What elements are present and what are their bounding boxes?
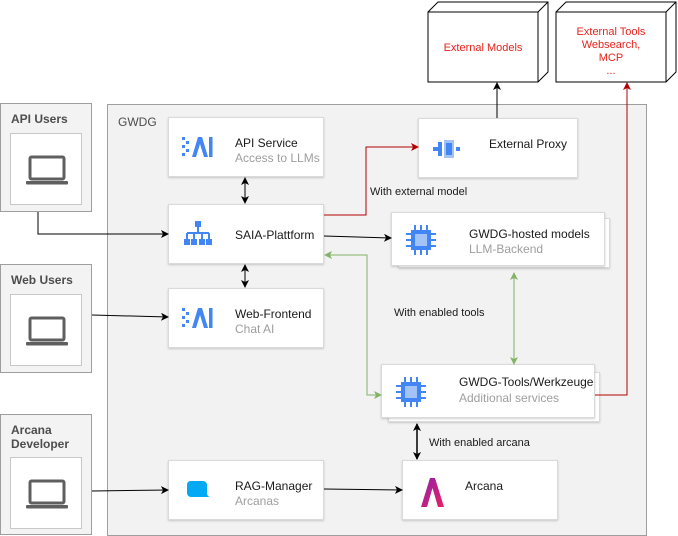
arcana-node[interactable]: Arcana	[402, 460, 558, 520]
chip-icon	[396, 377, 426, 407]
web-frontend-node[interactable]: Web-Frontend Chat AI	[168, 288, 324, 348]
external-tools-line: External Tools	[576, 26, 646, 38]
external-models-label: External Models	[443, 42, 523, 54]
edge-label-enabled-arcana: With enabled arcana	[429, 437, 530, 449]
edge-label-external-model: With external model	[370, 186, 468, 198]
web-frontend-subtitle: Chat AI	[235, 322, 275, 336]
laptop-icon	[26, 155, 68, 185]
arcana-developer-laptop-panel	[10, 457, 82, 529]
arcana-developer-actor: Arcana Developer	[0, 414, 92, 535]
web-users-laptop-panel	[10, 294, 82, 366]
api-service-node[interactable]: API Service Access to LLMs	[168, 117, 324, 177]
gwdg-hosted-models-node[interactable]: GWDG-hosted models LLM-Backend	[391, 212, 605, 266]
external-proxy-title: External Proxy	[489, 137, 568, 151]
external-proxy-node[interactable]: External Proxy	[418, 118, 578, 178]
api-users-label: API Users	[11, 112, 68, 126]
web-users-label: Web Users	[11, 273, 73, 287]
laptop-icon	[26, 479, 68, 509]
external-tools-line: Websearch,	[581, 39, 641, 51]
ai-icon	[182, 137, 213, 157]
chat-bubble-icon	[186, 481, 210, 497]
external-tools-label: External Tools Websearch, MCP ...	[556, 26, 666, 78]
laptop-icon	[26, 316, 68, 346]
external-tools-line: MCP	[598, 52, 624, 64]
rag-manager-subtitle: Arcanas	[235, 494, 280, 508]
arcana-developer-label: Arcana Developer	[11, 423, 70, 451]
edge-label-enabled-tools: With enabled tools	[394, 307, 485, 319]
gwdg-hosted-models-subtitle: LLM-Backend	[469, 242, 544, 256]
saia-plattform-title: SAIA-Plattform	[235, 228, 315, 242]
api-users-laptop-panel	[10, 133, 82, 205]
ai-icon	[182, 308, 213, 328]
arcana-logo-icon	[421, 478, 444, 507]
web-users-actor: Web Users	[0, 264, 92, 373]
gwdg-tools-subtitle: Additional services	[459, 391, 560, 405]
api-service-subtitle: Access to LLMs	[235, 151, 320, 165]
gwdg-hosted-models-title: GWDG-hosted models	[469, 227, 590, 241]
gwdg-tools-node[interactable]: GWDG-Tools/Werkzeuge Additional services	[381, 364, 595, 418]
web-frontend-title: Web-Frontend	[235, 307, 312, 321]
api-service-title: API Service	[235, 136, 298, 150]
rag-manager-node[interactable]: RAG-Manager Arcanas	[168, 460, 324, 520]
api-users-actor: API Users	[0, 103, 92, 212]
saia-plattform-node[interactable]: SAIA-Plattform	[168, 204, 324, 264]
chip-icon	[406, 225, 436, 255]
hierarchy-icon	[184, 221, 212, 245]
gwdg-region-label: GWDG	[118, 115, 157, 129]
proxy-icon	[433, 140, 460, 158]
gwdg-tools-title: GWDG-Tools/Werkzeuge	[459, 375, 594, 389]
rag-manager-title: RAG-Manager	[235, 479, 313, 493]
arcana-title: Arcana	[465, 479, 504, 493]
external-tools-line: ...	[606, 65, 616, 77]
